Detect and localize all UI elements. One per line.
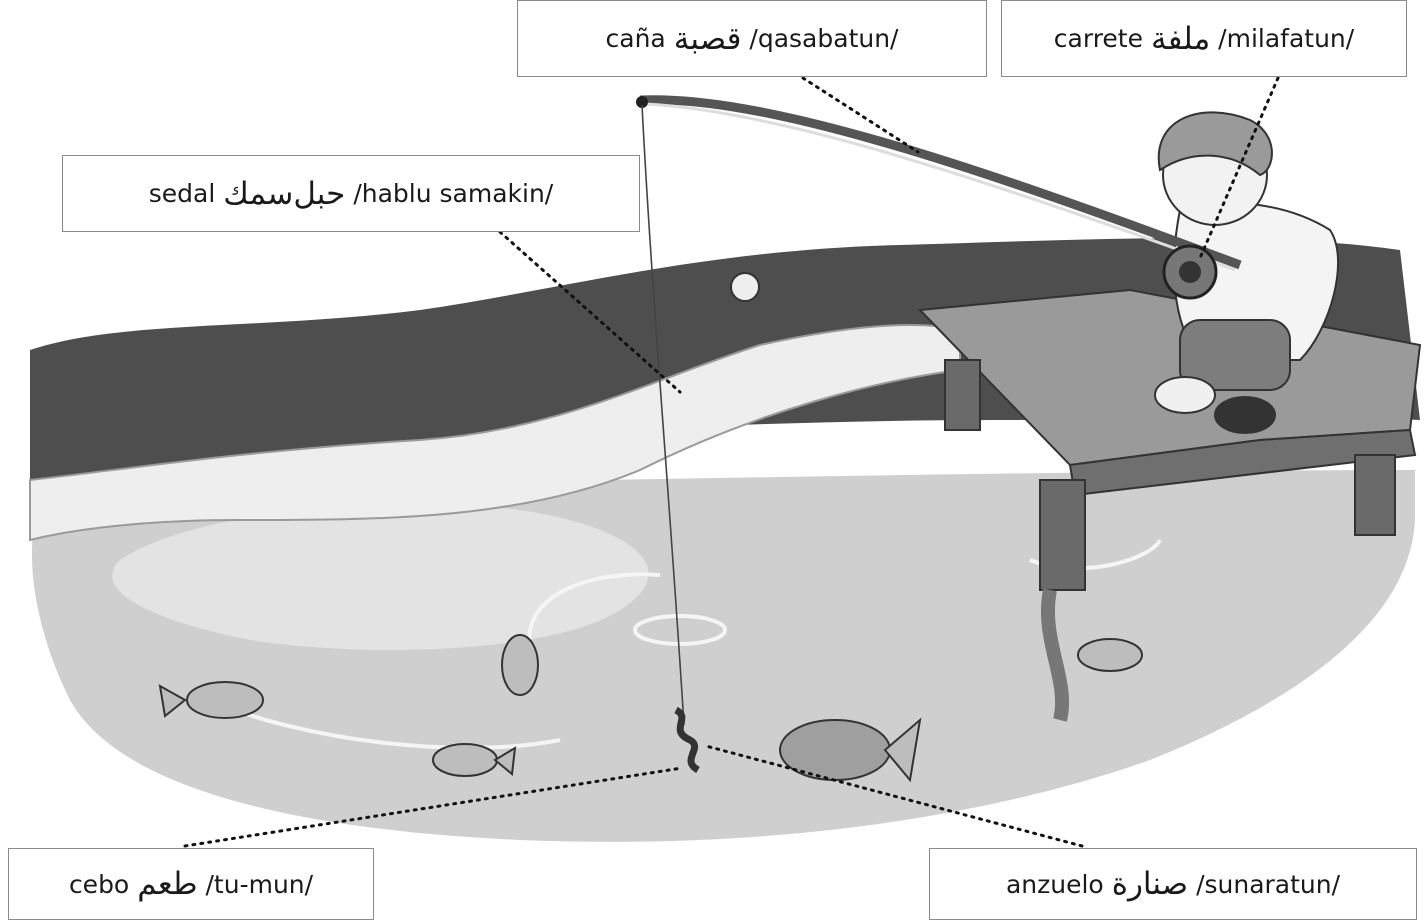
label-cana: caña قصبة /qasabatun/ xyxy=(517,0,987,77)
leader-line-cana xyxy=(803,78,918,152)
label-anzuelo-spanish: anzuelo xyxy=(1006,870,1104,899)
label-carrete-spanish: carrete xyxy=(1054,24,1143,53)
label-sedal-translit: /hablu samakin/ xyxy=(353,179,553,208)
flower xyxy=(731,273,759,301)
label-anzuelo-translit: /sunaratun/ xyxy=(1196,870,1340,899)
label-carrete-translit: /milafatun/ xyxy=(1218,24,1354,53)
label-cana-arabic: قصبة xyxy=(674,21,742,57)
label-cebo-translit: /tu-mun/ xyxy=(206,870,314,899)
label-cebo-arabic: طعم xyxy=(137,866,197,902)
label-cana-spanish: caña xyxy=(606,24,666,53)
label-carrete-arabic: ملفة xyxy=(1151,21,1210,57)
label-cana-translit: /qasabatun/ xyxy=(749,24,898,53)
label-anzuelo: anzuelo صنارة /sunaratun/ xyxy=(929,848,1417,920)
label-anzuelo-arabic: صنارة xyxy=(1112,866,1188,902)
label-cebo: cebo طعم /tu-mun/ xyxy=(8,848,374,920)
label-cebo-spanish: cebo xyxy=(69,870,129,899)
label-sedal-spanish: sedal xyxy=(149,179,216,208)
label-carrete: carrete ملفة /milafatun/ xyxy=(1001,0,1407,77)
label-sedal: sedal حبل‌سمك /hablu samakin/ xyxy=(62,155,640,232)
label-sedal-arabic: حبل‌سمك xyxy=(223,176,345,212)
